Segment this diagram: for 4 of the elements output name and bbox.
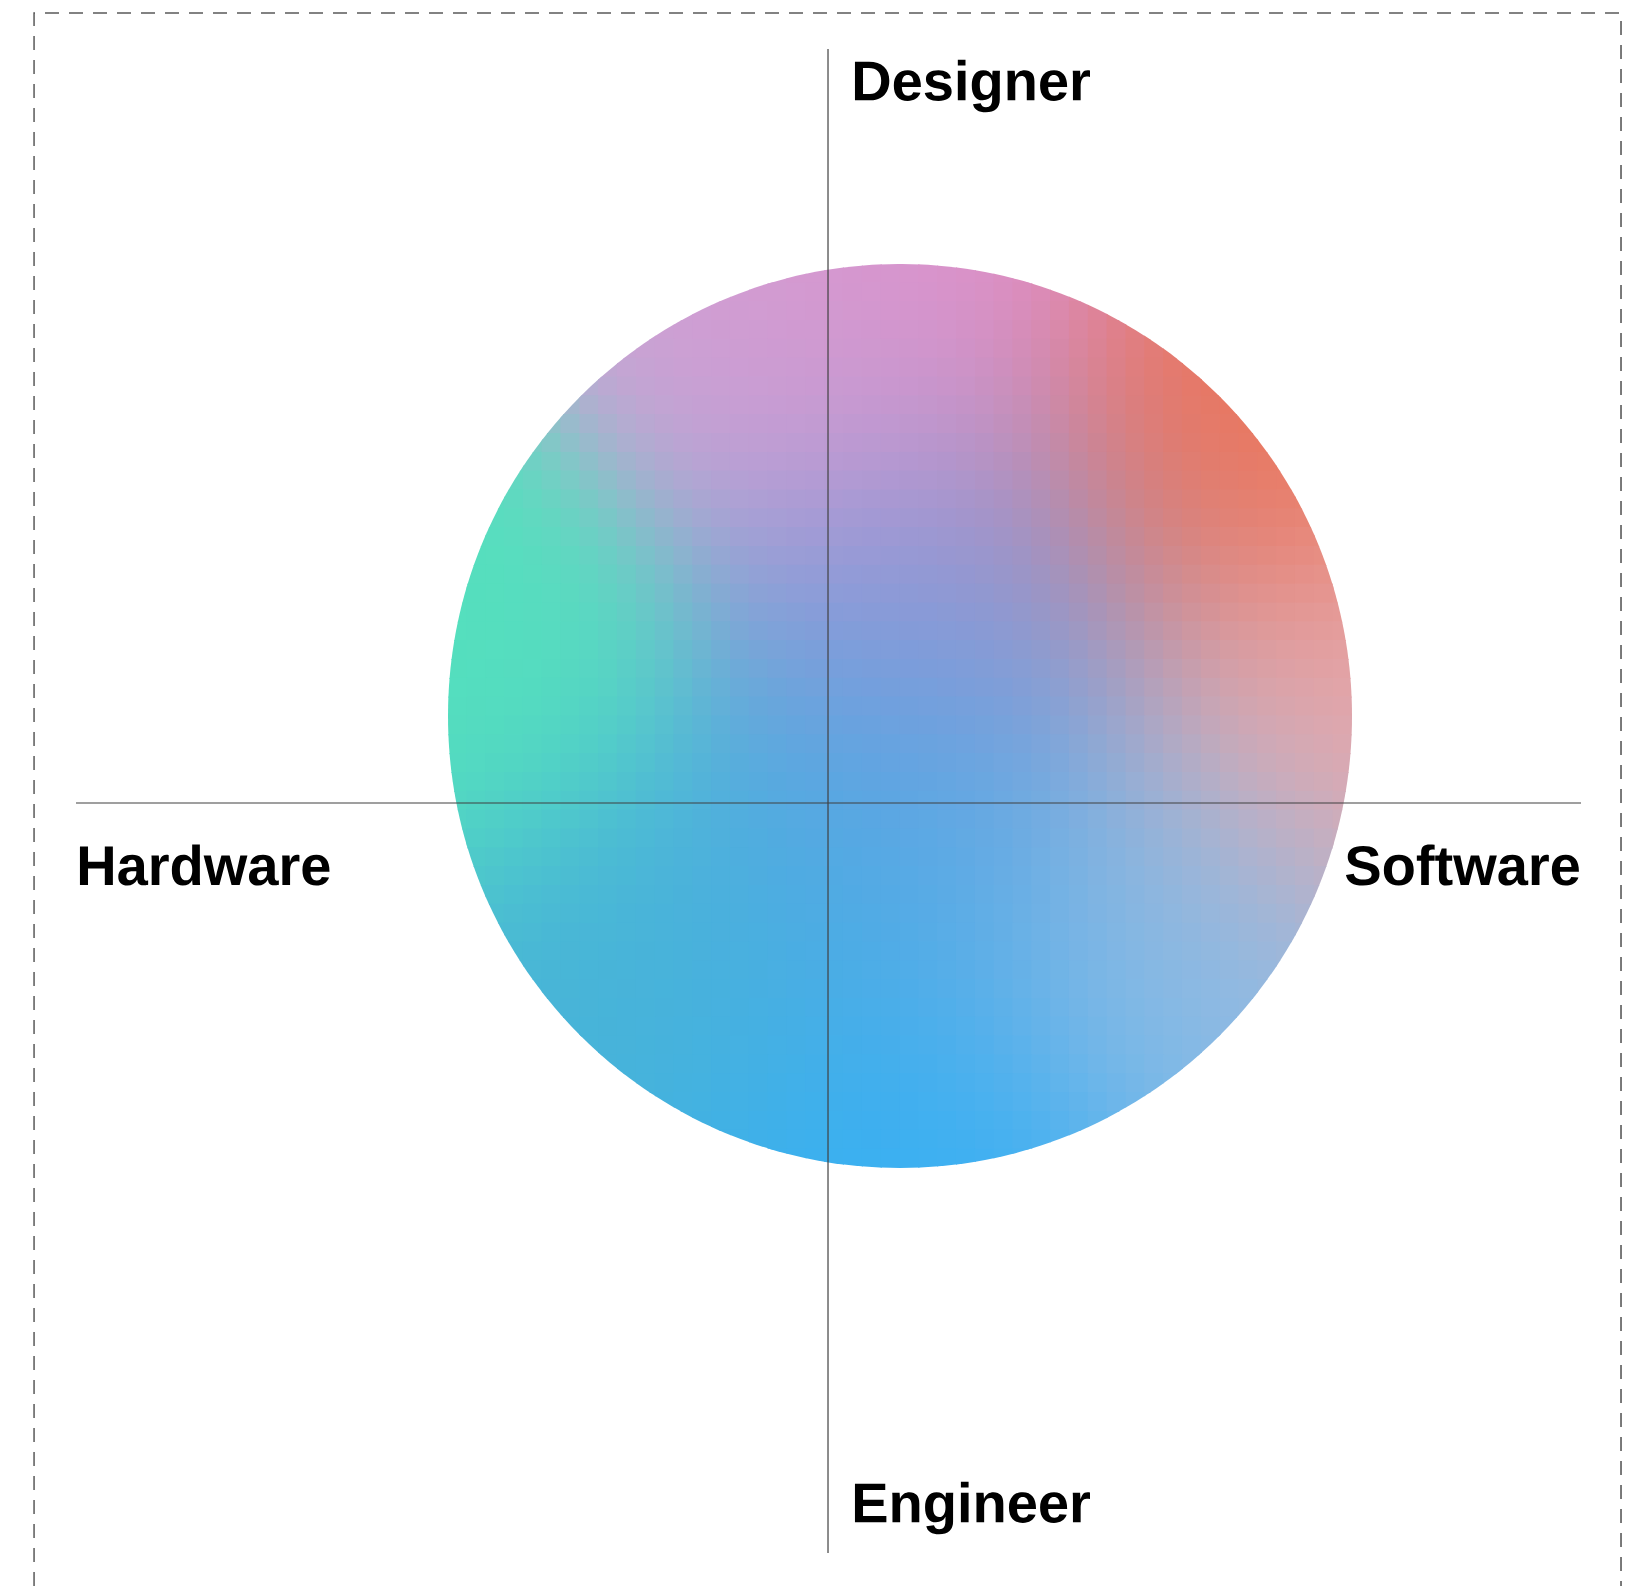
axis-label: Designer [854,59,1090,113]
axis-label: Software [1345,844,1579,886]
axis-label: Engineer [854,1481,1090,1535]
axis-label: Hardware [79,844,330,886]
